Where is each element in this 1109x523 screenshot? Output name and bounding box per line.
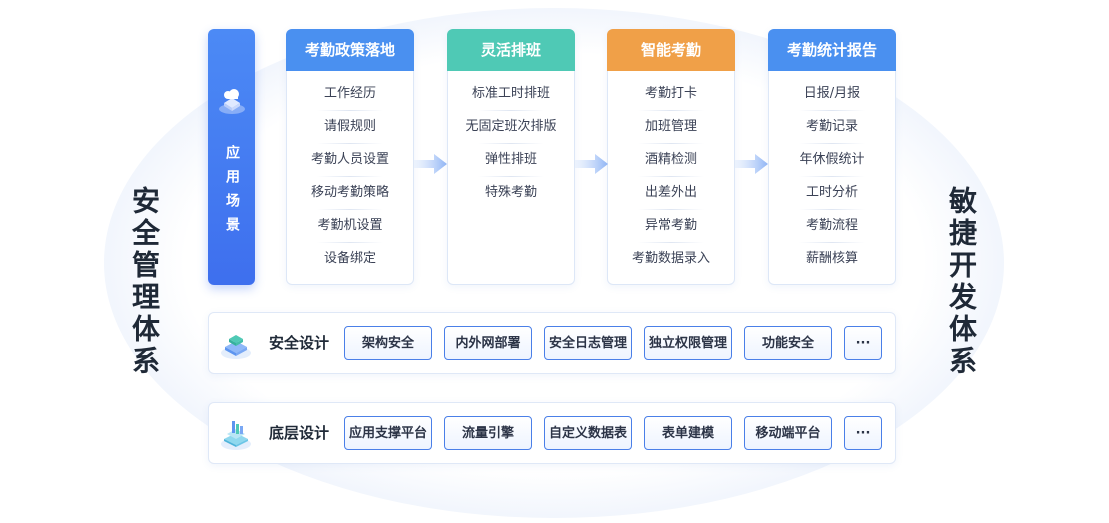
column-header: 智能考勤 bbox=[607, 29, 735, 71]
chip-architecture-security: 架构安全 bbox=[344, 326, 432, 360]
list-item: 考勤流程 bbox=[769, 209, 895, 242]
chip-mobile-platform: 移动端平台 bbox=[744, 416, 832, 450]
side-title-agile-system: 敏捷开发体系 bbox=[945, 186, 978, 378]
list-item: 出差外出 bbox=[608, 176, 734, 209]
column-attendance-policy: 考勤政策落地 工作经历 请假规则 考勤人员设置 移动考勤策略 考勤机设置 设备绑… bbox=[286, 29, 414, 285]
app-cloud-icon bbox=[219, 89, 245, 114]
flow-arrow-icon bbox=[575, 154, 608, 174]
list-item: 考勤记录 bbox=[769, 110, 895, 143]
base-design-row: 底层设计 应用支撑平台 流量引擎 自定义数据表 表单建模 移动端平台 ··· bbox=[208, 402, 896, 464]
list-item: 薪酬核算 bbox=[769, 242, 895, 275]
list-item: 考勤打卡 bbox=[644, 86, 697, 101]
column-attendance-report: 考勤统计报告 日报/月报 考勤记录 年休假统计 工时分析 考勤流程 薪酬核算 bbox=[768, 29, 896, 285]
list-item: 移动考勤策略 bbox=[287, 176, 413, 209]
shield-cube-icon bbox=[221, 335, 251, 359]
column-header: 灵活排班 bbox=[447, 29, 575, 71]
list-item: 请假规则 bbox=[287, 110, 413, 143]
chip-function-security: 功能安全 bbox=[744, 326, 832, 360]
chip-form-modeling: 表单建模 bbox=[644, 416, 732, 450]
list-item: 考勤数据录入 bbox=[608, 242, 734, 275]
list-item: 弹性排班 bbox=[448, 143, 574, 176]
list-item: 工时分析 bbox=[769, 176, 895, 209]
column-header: 考勤政策落地 bbox=[286, 29, 414, 71]
list-item: 标准工时排班 bbox=[471, 86, 550, 101]
side-title-security-system: 安全管理体系 bbox=[128, 186, 161, 378]
chip-permission-management: 独立权限管理 bbox=[644, 326, 732, 360]
list-item: 年休假统计 bbox=[769, 143, 895, 176]
chip-custom-datatable: 自定义数据表 bbox=[544, 416, 632, 450]
list-item: 考勤机设置 bbox=[287, 209, 413, 242]
chip-network-deployment: 内外网部署 bbox=[444, 326, 532, 360]
flow-arrow-icon bbox=[414, 154, 447, 174]
list-item: 加班管理 bbox=[608, 110, 734, 143]
list-item: 工作经历 bbox=[323, 86, 376, 101]
chip-security-log: 安全日志管理 bbox=[544, 326, 632, 360]
application-scene-bar: 应用场景 bbox=[208, 29, 255, 285]
list-item: 日报/月报 bbox=[803, 86, 861, 101]
security-design-label: 安全设计 bbox=[269, 334, 330, 352]
flow-arrow-icon bbox=[735, 154, 768, 174]
column-header: 考勤统计报告 bbox=[768, 29, 896, 71]
security-design-row: 安全设计 架构安全 内外网部署 安全日志管理 独立权限管理 功能安全 ··· bbox=[208, 312, 896, 374]
list-item: 考勤人员设置 bbox=[287, 143, 413, 176]
base-design-label: 底层设计 bbox=[269, 424, 330, 442]
chip-more: ··· bbox=[844, 416, 882, 450]
list-item: 酒精检测 bbox=[608, 143, 734, 176]
list-item: 设备绑定 bbox=[287, 242, 413, 275]
column-smart-attendance: 智能考勤 考勤打卡 加班管理 酒精检测 出差外出 异常考勤 考勤数据录入 bbox=[607, 29, 735, 285]
chip-app-support-platform: 应用支撑平台 bbox=[344, 416, 432, 450]
application-scene-label: 应用场景 bbox=[224, 145, 240, 241]
chip-more: ··· bbox=[844, 326, 882, 360]
layers-server-icon bbox=[221, 421, 251, 450]
list-item: 特殊考勤 bbox=[448, 176, 574, 209]
chip-traffic-engine: 流量引擎 bbox=[444, 416, 532, 450]
list-item: 无固定班次排版 bbox=[448, 110, 574, 143]
list-item: 异常考勤 bbox=[608, 209, 734, 242]
column-flexible-scheduling: 灵活排班 标准工时排班 无固定班次排版 弹性排班 特殊考勤 bbox=[447, 29, 575, 285]
